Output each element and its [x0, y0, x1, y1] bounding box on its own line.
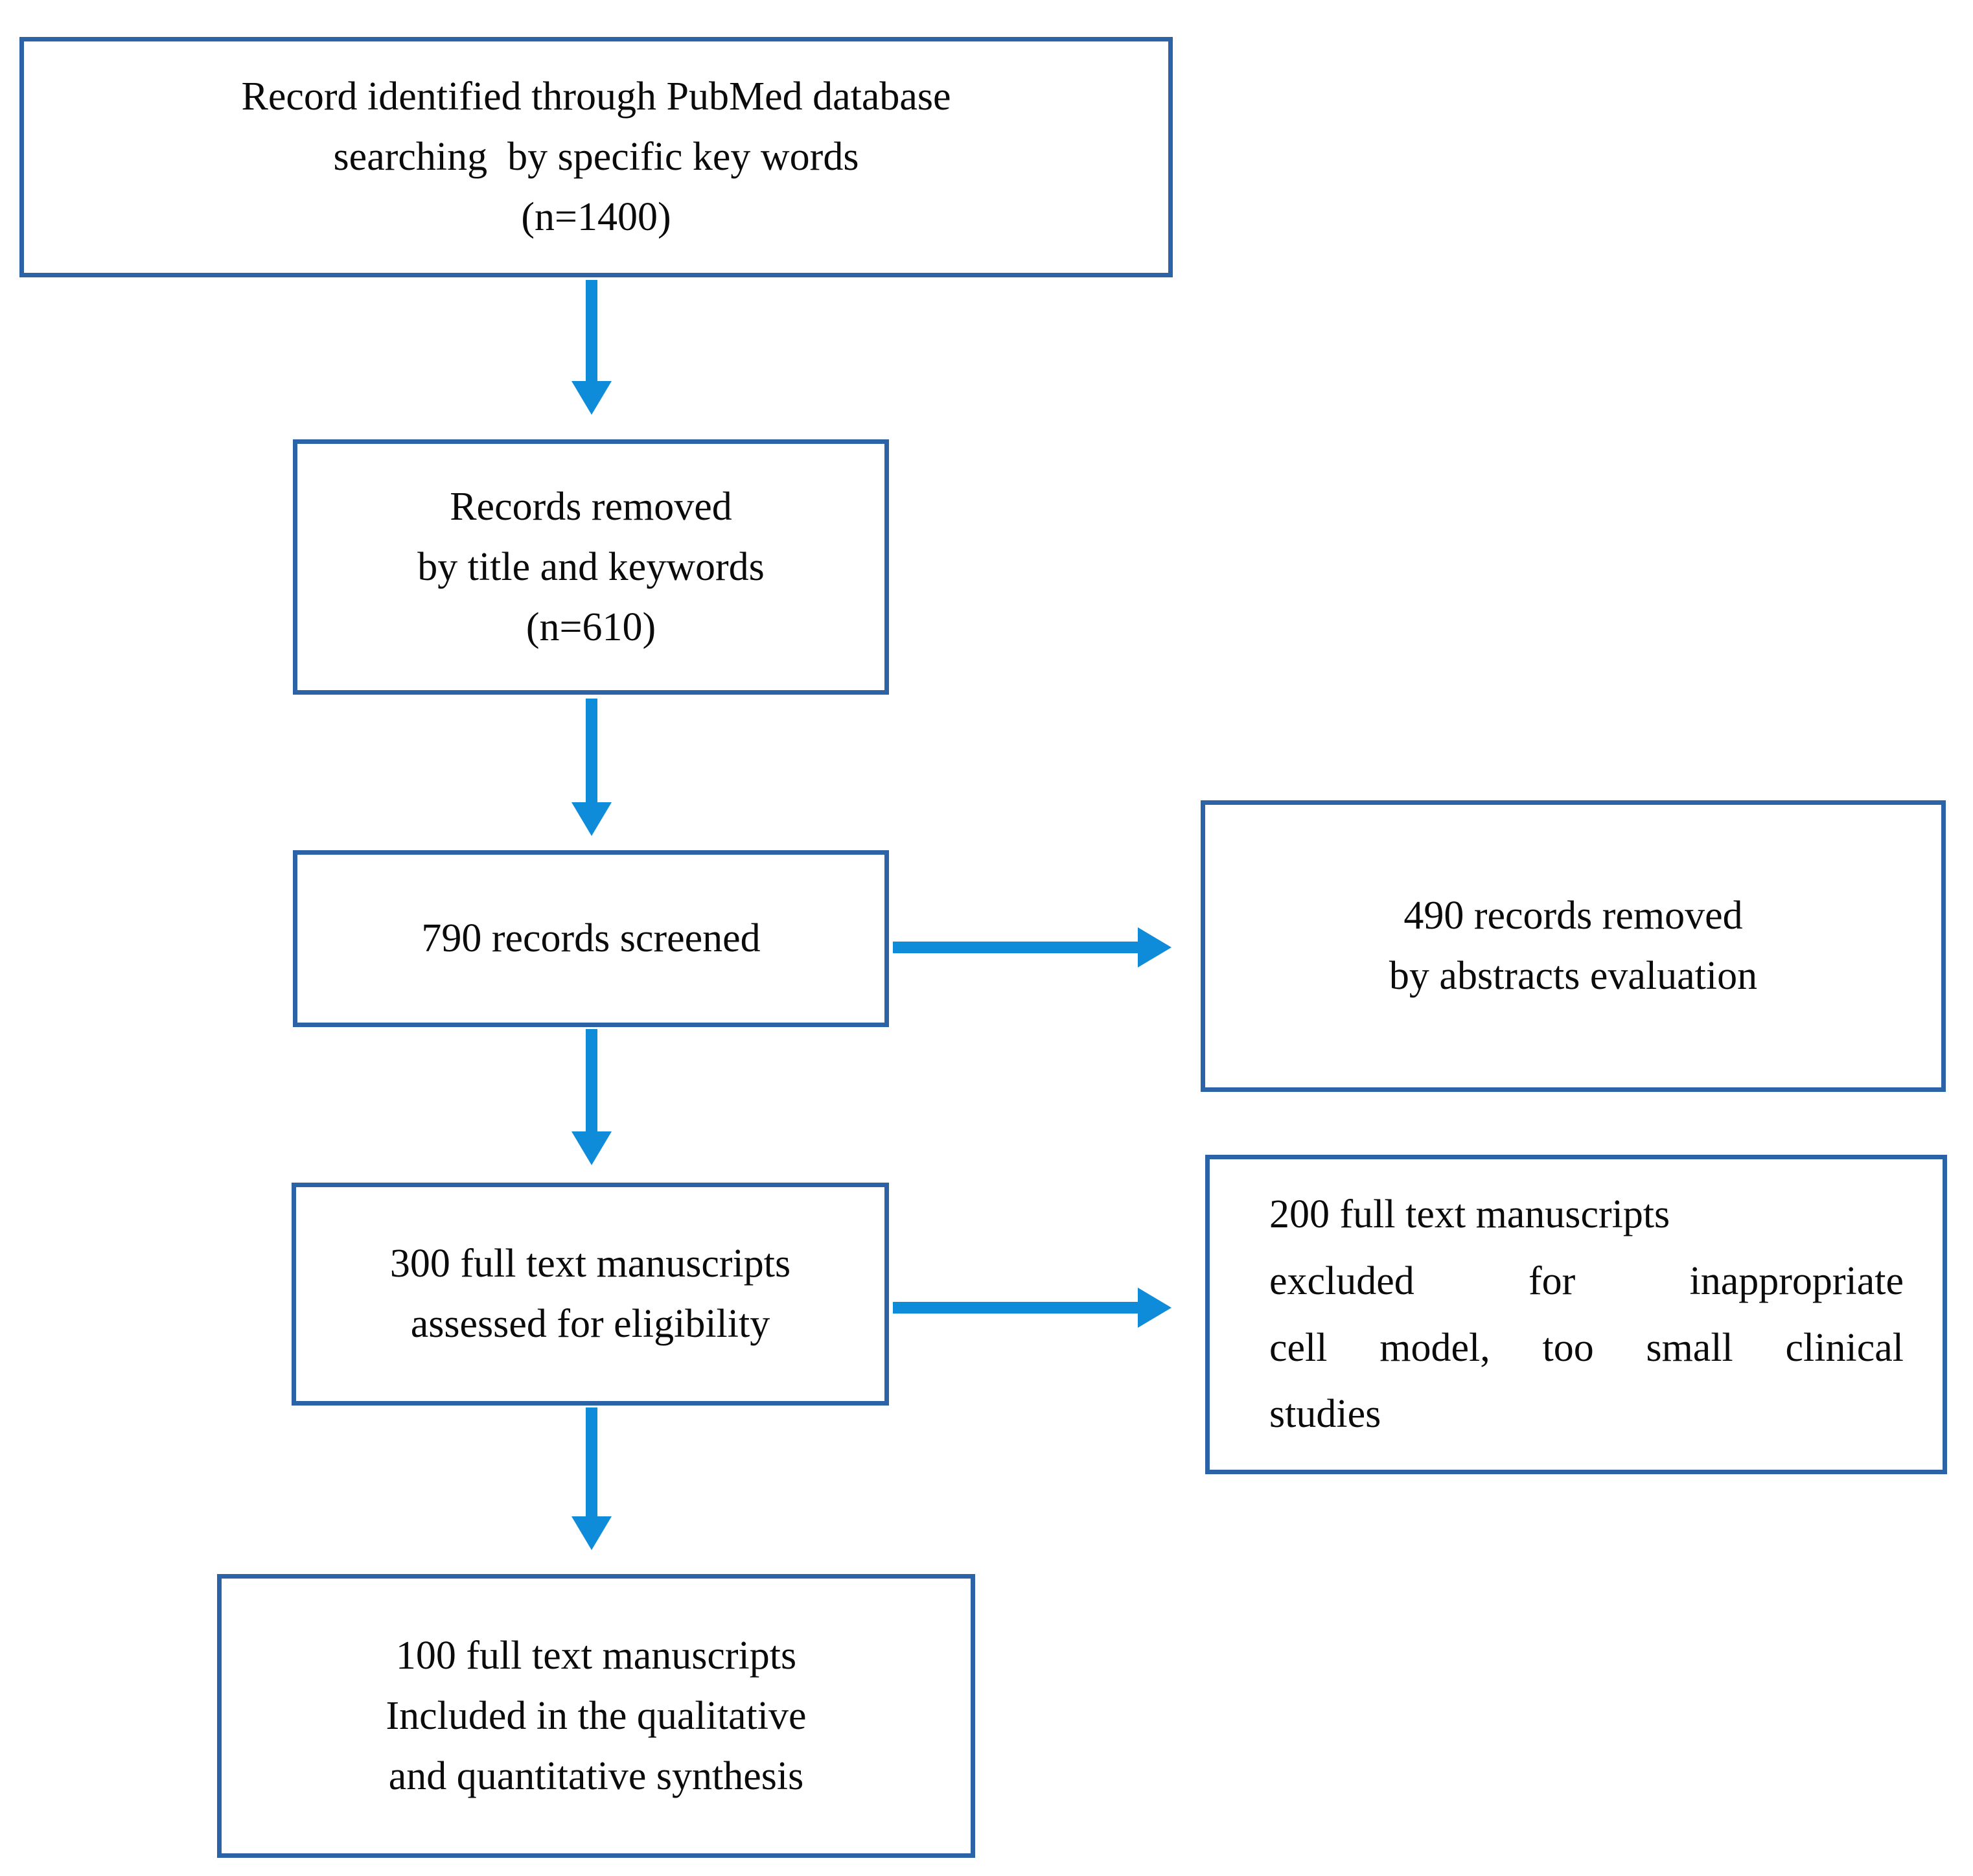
box-fulltext-assessed: 300 full text manuscripts assessed for e…	[292, 1183, 889, 1406]
text-line: and quantitative synthesis	[388, 1754, 804, 1798]
box-records-identified: Record identified through PubMed databas…	[19, 37, 1173, 277]
arrow-shaft	[893, 1302, 1138, 1314]
box-records-screened: 790 records screened	[293, 850, 889, 1027]
arrow-head	[571, 381, 612, 415]
text-line: by title and keywords	[417, 544, 765, 589]
text-line: 790 records screened	[421, 916, 761, 960]
box-fulltext-included: 100 full text manuscripts Included in th…	[217, 1574, 975, 1858]
box-fulltext-excluded: 200 full text manuscripts excluded for i…	[1205, 1155, 1947, 1474]
box-records-removed-by-title: Records removed by title and keywords (n…	[293, 439, 889, 695]
text-line: by abstracts evaluation	[1389, 954, 1758, 998]
text-line: Records removed	[450, 484, 732, 529]
text-line: (n=610)	[525, 605, 656, 649]
arrow-shaft	[586, 699, 597, 802]
arrow-head	[571, 1131, 612, 1165]
text-line: studies	[1269, 1392, 1381, 1437]
arrow-shaft	[586, 1029, 597, 1131]
text-line: 200 full text manuscripts	[1269, 1192, 1670, 1236]
arrow-head	[571, 802, 612, 836]
text-line: Included in the qualitative	[386, 1693, 807, 1738]
arrow-shaft	[893, 942, 1138, 953]
text-line: searching by specific key words	[333, 135, 859, 179]
text-line: 100 full text manuscripts	[395, 1633, 797, 1678]
text-line: assessed for eligibility	[410, 1302, 770, 1346]
arrow-shaft	[586, 280, 597, 381]
arrow-head	[571, 1516, 612, 1550]
text-line: 490 records removed	[1403, 894, 1743, 938]
text-line: cell model, too small clinical	[1269, 1325, 1904, 1370]
text-line: (n=1400)	[521, 195, 671, 239]
text-line: 300 full text manuscripts	[389, 1242, 791, 1286]
text-line: excluded for inappropriate	[1269, 1258, 1904, 1303]
arrow-head	[1138, 1288, 1171, 1328]
box-records-removed-by-abstracts: 490 records removed by abstracts evaluat…	[1201, 800, 1946, 1092]
arrow-head	[1138, 927, 1171, 967]
arrow-shaft	[586, 1407, 597, 1516]
text-line: Record identified through PubMed databas…	[241, 75, 951, 119]
